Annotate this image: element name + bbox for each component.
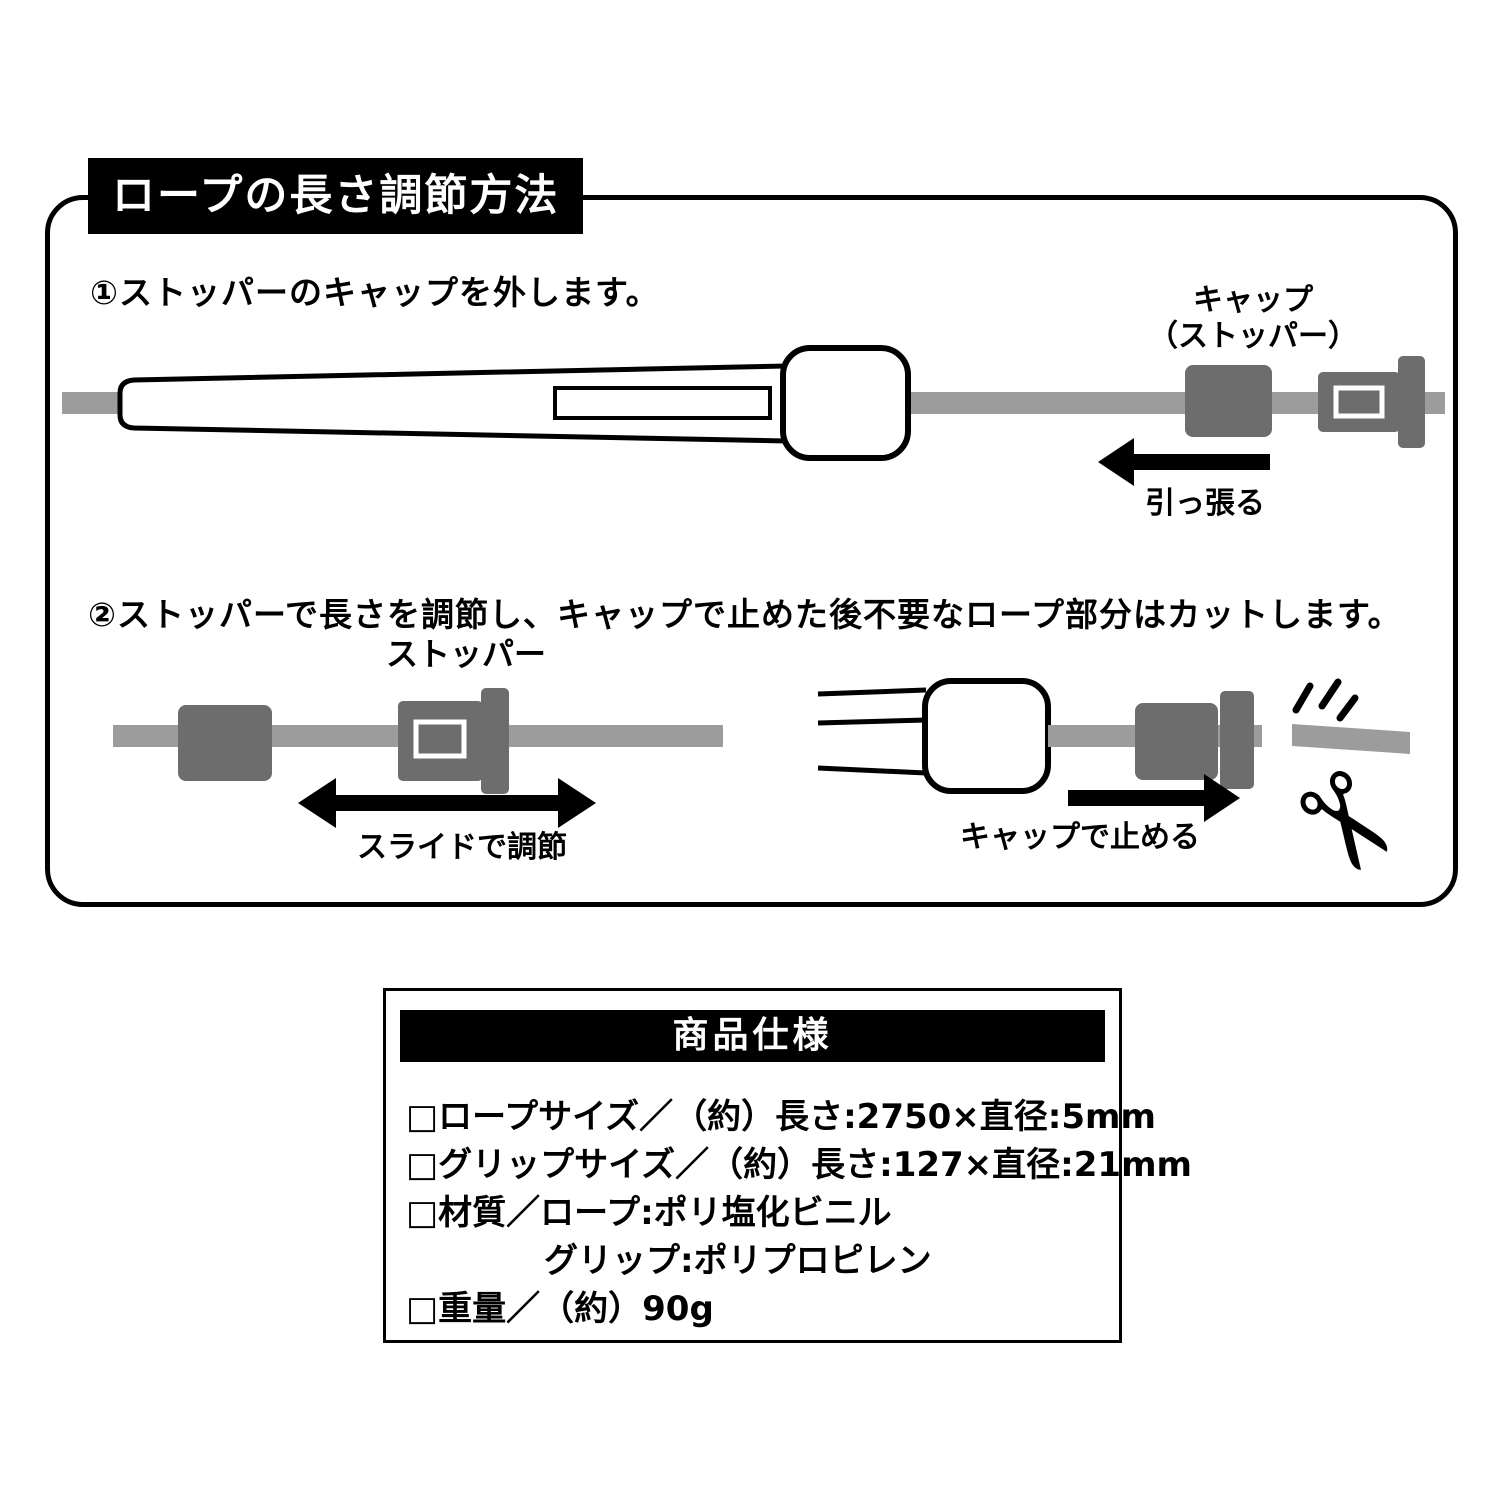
cap-stopper-label-line1: キャップ [1193, 283, 1313, 318]
spec-row-material-grip: グリップ:ポリプロピレン [544, 1241, 932, 1281]
step1-diagram [62, 345, 1445, 486]
slide-adjust-label: スライドで調節 [357, 830, 567, 865]
adjustment-instructions-panel: ロープの長さ調節方法 ①ストッパーのキャップを外します。 キャップ （ストッパー… [45, 158, 1458, 911]
cut-marks [1292, 678, 1359, 722]
pull-label: 引っ張る [1145, 486, 1265, 521]
step2-text: ②ストッパーで長さを調節し、キャップで止めた後不要なロープ部分はカットします。 [88, 595, 1402, 634]
cut-rope-piece [1292, 724, 1410, 754]
stopper-block [398, 688, 509, 794]
spec-row-grip-size: □グリップサイズ／（約）長さ:127×直径:21mm [406, 1145, 1192, 1185]
slide-arrow-icon [298, 778, 596, 828]
grip-shaft-truncated [817, 687, 927, 776]
stopper-end-bar [1220, 691, 1254, 789]
pull-arrow-icon [1098, 438, 1270, 486]
grip-end [780, 345, 911, 461]
section-title: ロープの長さ調節方法 [88, 158, 584, 234]
stop-arrow-icon [1068, 774, 1240, 822]
spec-rows: □ロープサイズ／（約）長さ:2750×直径:5mm □グリップサイズ／（約）長さ… [406, 1093, 1192, 1333]
spec-row-rope-size: □ロープサイズ／（約）長さ:2750×直径:5mm [406, 1097, 1156, 1137]
cap-block [1185, 365, 1272, 437]
cap-stopper-label: キャップ （ストッパー） [1103, 283, 1403, 355]
spec-panel: 商品仕様 □ロープサイズ／（約）長さ:2750×直径:5mm □グリップサイズ／… [383, 988, 1192, 1343]
spec-row-weight: □重量／（約）90g [406, 1289, 714, 1329]
step2-diagram [113, 678, 1410, 828]
stopper-block [1318, 356, 1425, 448]
cap-stop-label: キャップで止める [960, 820, 1200, 855]
cap-stopper-label-line2: （ストッパー） [1148, 319, 1358, 354]
grip-shaft [117, 363, 788, 444]
step1-text: ①ストッパーのキャップを外します。 [90, 273, 660, 312]
grip-end [922, 678, 1051, 794]
cap-block [1135, 703, 1218, 780]
cap-block [178, 705, 272, 781]
spec-header: 商品仕様 [400, 1010, 1105, 1062]
grip-slot [553, 386, 772, 420]
spec-row-material-rope: □材質／ロープ:ポリ塩化ビニル [406, 1193, 892, 1233]
stopper-label: ストッパー [385, 635, 546, 673]
